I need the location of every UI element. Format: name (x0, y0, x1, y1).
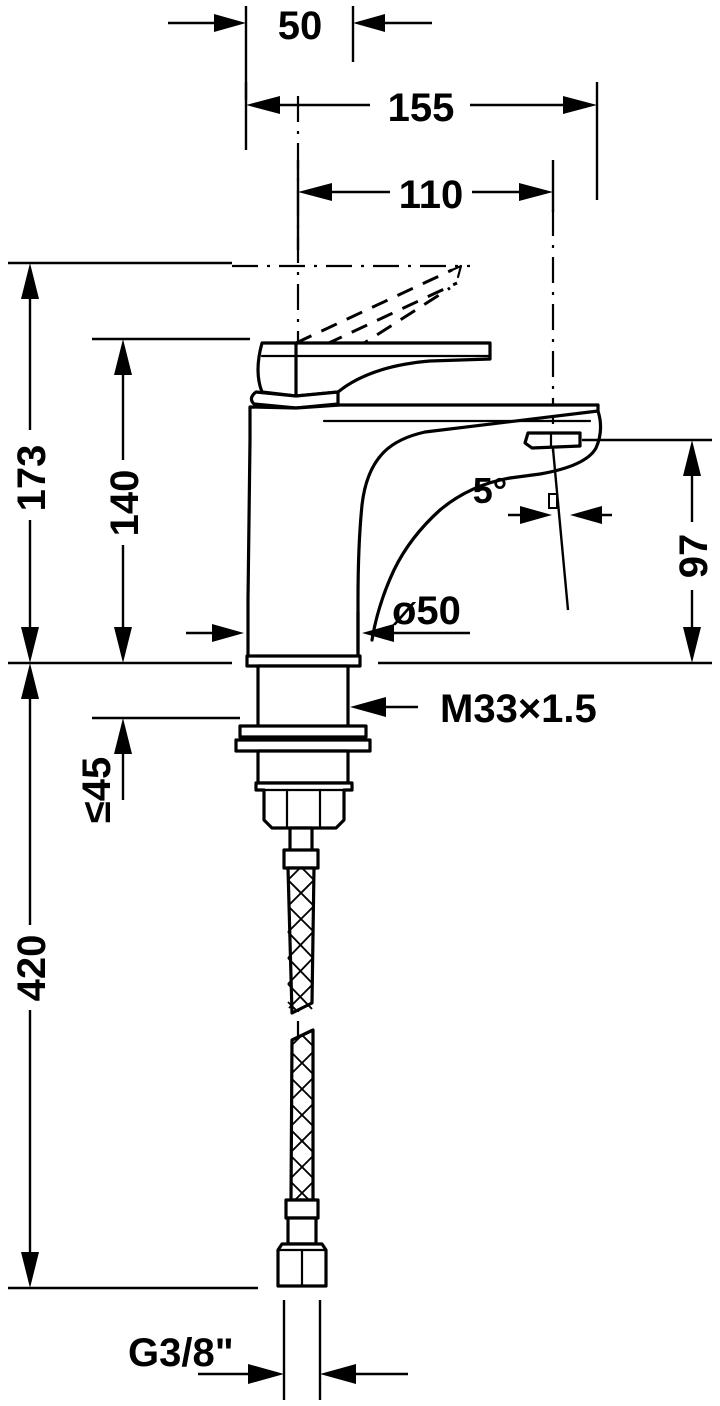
dim-110-label: 110 (399, 173, 464, 217)
braided-hose-upper (286, 866, 316, 1015)
dimension-140: 140 (103, 339, 147, 663)
dim-50-arrow-left (214, 14, 246, 32)
dimension-g38: G3/8" (128, 1331, 408, 1384)
connector-ferrule (284, 1198, 320, 1220)
dimension-155: 155 (246, 86, 597, 130)
dim-97-label: 97 (672, 534, 716, 579)
dimension-173: 173 (10, 263, 54, 663)
angle-arrow-right (570, 506, 602, 524)
dim-140-arrow-bottom (114, 627, 132, 663)
dim-173-arrow-bottom (21, 627, 39, 663)
hose-upper-stub (282, 826, 320, 870)
dim-420-label: 420 (10, 935, 54, 1002)
dim-50-arrow-right (353, 14, 385, 32)
dimension-max45: ≤45 (75, 718, 132, 823)
dimension-97: 97 (672, 440, 716, 663)
m33-label: M33×1.5 (440, 687, 597, 731)
dim-140-label: 140 (103, 470, 147, 537)
hose-ferrule-top (282, 848, 320, 870)
callout-m33: M33×1.5 (350, 687, 597, 731)
dia50-label: ø50 (392, 589, 461, 633)
faucet-body-and-spout (246, 403, 603, 662)
handle-base-collar (249, 390, 340, 410)
angle-reference-line (551, 448, 570, 611)
dim-155-arrow-left (246, 96, 280, 114)
dim-173-label: 173 (10, 445, 54, 512)
dim-173-arrow-top (21, 263, 39, 299)
g38-arrow-right (320, 1364, 356, 1384)
faucet-body-geometry (234, 264, 603, 1288)
dim-140-arrow-top (114, 339, 132, 375)
hose-end-connector (276, 1198, 328, 1288)
dimension-dia50: ø50 (186, 589, 470, 642)
angle-arrow-left (520, 506, 552, 524)
shank-body (256, 664, 350, 730)
dim-110-arrow-right (519, 183, 553, 201)
connector-sleeve (286, 1216, 318, 1246)
dim-97-arrow-top (683, 440, 701, 476)
annotation-5-degree: 5° (473, 448, 612, 611)
dim-155-arrow-right (563, 96, 597, 114)
dim-420-arrow-top (21, 663, 39, 699)
shank-lower (256, 749, 350, 785)
g38-arrow-left (248, 1364, 284, 1384)
angle-5-label: 5° (473, 470, 507, 511)
lever-handle (256, 341, 492, 398)
braid-hatch-upper (287, 867, 315, 1012)
max45-arrow-top (114, 718, 132, 754)
dim-155-label: 155 (388, 86, 455, 130)
dim-97-arrow-bottom (683, 627, 701, 663)
braided-hose-lower (289, 1028, 315, 1202)
washer-lower (234, 738, 372, 753)
dia50-arrow-right (362, 624, 394, 642)
braid-hatch-lower (290, 1034, 314, 1201)
fixing-nut (254, 781, 354, 830)
dimension-420: 420 (10, 663, 54, 1288)
dimension-110: 110 (298, 173, 553, 217)
dia50-arrow-left (212, 624, 244, 642)
max45-label: ≤45 (75, 757, 119, 823)
threaded-shank (234, 664, 372, 785)
aerator-outlet (523, 431, 582, 450)
dim-420-arrow-bottom (21, 1252, 39, 1288)
dim-50-label: 50 (278, 4, 323, 48)
dimension-50: 50 (168, 4, 432, 48)
extension-lines (8, 6, 712, 1400)
g38-label: G3/8" (128, 1331, 234, 1375)
m33-arrow (350, 697, 386, 717)
washer-upper (238, 724, 368, 739)
dim-110-arrow-left (298, 183, 332, 201)
angle-tick-marker (548, 493, 558, 509)
